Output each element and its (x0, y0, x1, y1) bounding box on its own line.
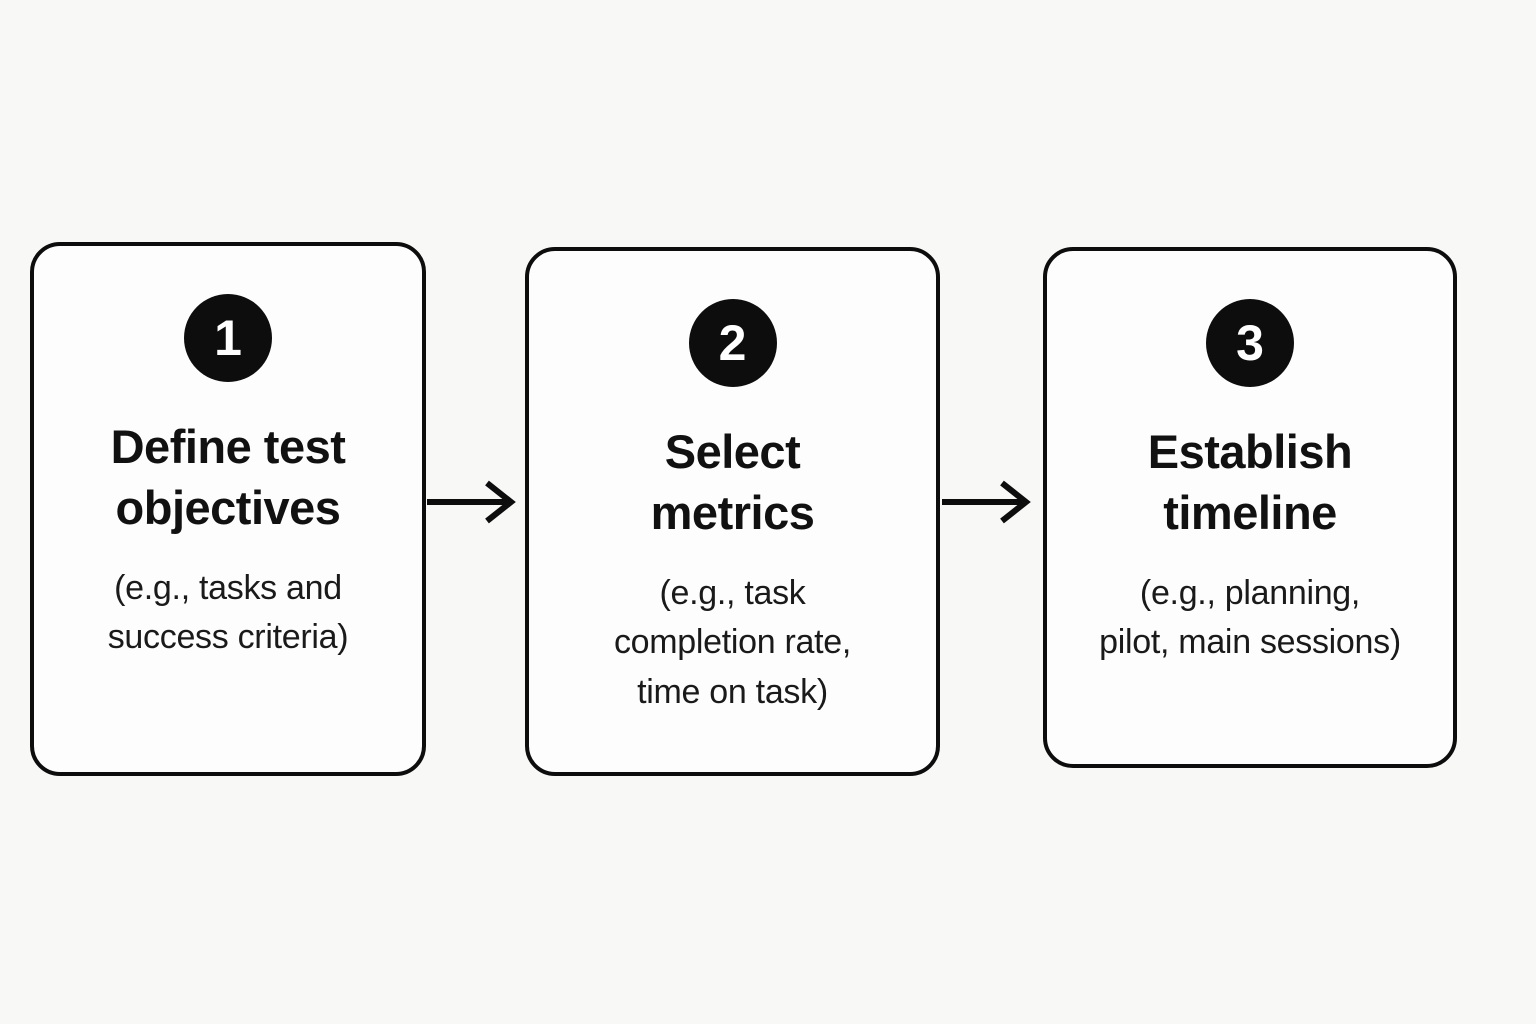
step-number-badge: 2 (688, 299, 777, 387)
step-description: (e.g., tasks and success criteria) (107, 569, 349, 657)
step-card-2: 2 Select metrics (e.g., task completion … (525, 247, 940, 776)
step-number-badge: 3 (1206, 299, 1294, 387)
step-title: Establish timeline (1147, 425, 1353, 540)
step-card-1: 1 Define test objectives (e.g., tasks an… (30, 242, 426, 776)
step-description: (e.g., planning, pilot, main sessions) (1099, 574, 1401, 662)
right-arrow-icon (427, 480, 519, 524)
right-arrow-icon (942, 480, 1034, 524)
step-number-badge: 1 (184, 294, 272, 382)
step-title: Select metrics (650, 425, 815, 540)
step-title: Define test objectives (110, 420, 346, 535)
step-description: (e.g., task completion rate, time on tas… (613, 574, 852, 711)
step-card-3: 3 Establish timeline (e.g., planning, pi… (1043, 247, 1457, 768)
